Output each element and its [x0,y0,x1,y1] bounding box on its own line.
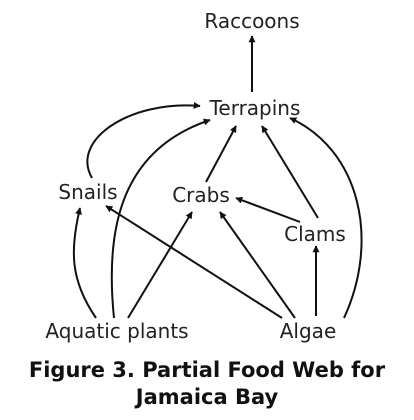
arrow-aquatic-plants-to-terrapins [110,118,211,319]
arrow-crabs-to-terrapins [205,125,237,183]
figure-caption-line-2: Jamaica Bay [135,385,279,409]
arrow-clams-to-terrapins [261,125,319,219]
node-clams: Clams [284,222,346,246]
node-aquatic-plants: Aquatic plants [45,319,188,343]
arrow-algae-to-terrapins [289,117,363,319]
arrow-aquatic-plants-to-crabs [127,211,193,319]
arrow-clams-to-crabs [235,196,301,223]
arrow-algae-to-crabs [219,211,296,319]
arrow-aquatic-plants-to-snails [72,207,97,319]
node-raccoons: Raccoons [204,9,299,33]
arrow-algae-to-snails [105,205,283,319]
node-algae: Algae [280,319,337,343]
node-crabs: Crabs [172,183,230,207]
node-snails: Snails [58,180,117,204]
arrow-snails-to-terrapins [86,101,201,179]
node-terrapins: Terrapins [209,96,301,120]
figure-caption-line-1: Figure 3. Partial Food Web for [28,358,386,382]
